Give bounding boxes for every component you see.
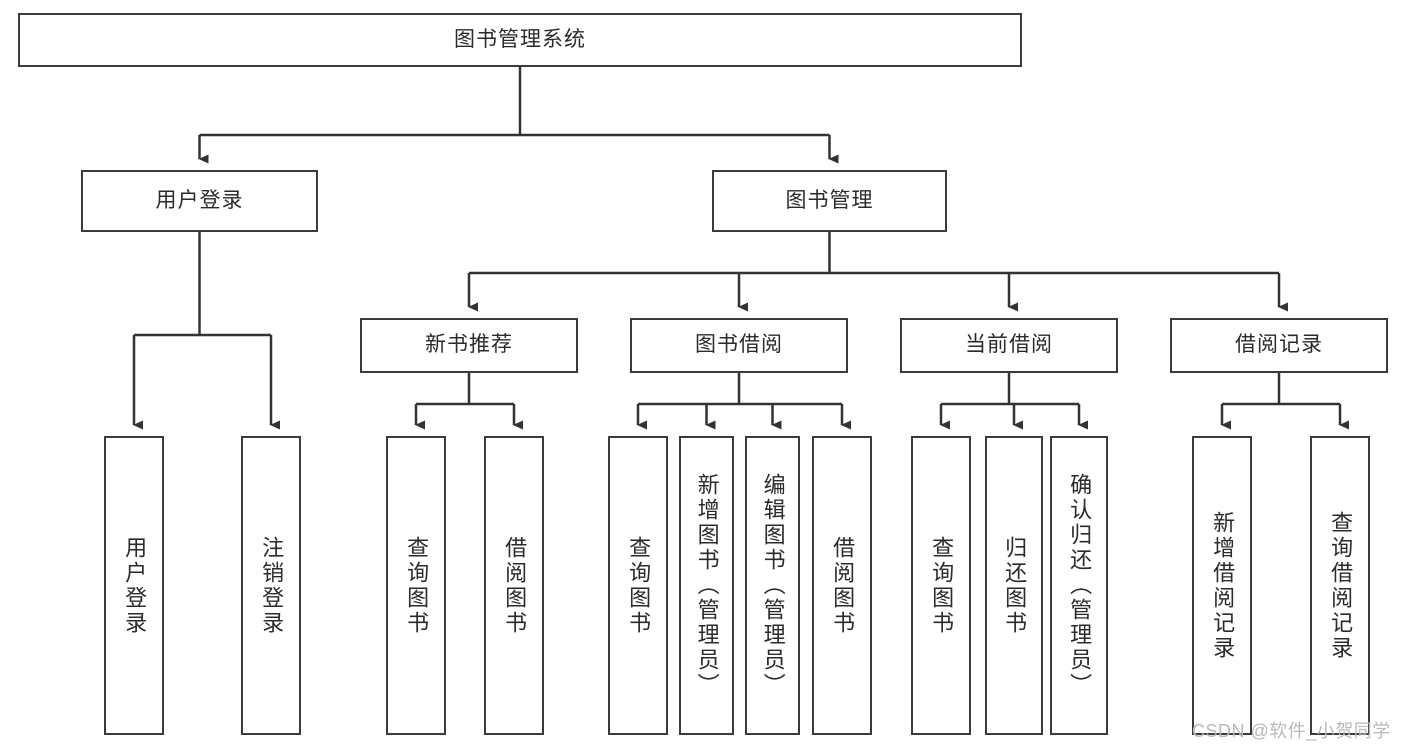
node-leaf-new-1[interactable]: 查询图书 [386,436,446,735]
node-records[interactable]: 借阅记录 [1170,318,1388,373]
csdn-watermark: CSDN @软件_小贺同学 [1192,721,1391,741]
node-label: 注销登录 [259,535,285,636]
node-leaf-bor-4[interactable]: 借阅图书 [812,436,872,735]
node-label: 图书管理系统 [454,27,586,51]
node-newbook[interactable]: 新书推荐 [360,318,578,373]
node-leaf-cur-3[interactable]: 确认归还（管理员） [1050,436,1108,735]
node-leaf-new-2[interactable]: 借阅图书 [484,436,544,735]
node-label: 查询借阅记录 [1328,510,1354,661]
node-label: 查询图书 [626,535,652,636]
node-leaf-bor-2[interactable]: 新增图书（管理员） [679,436,734,735]
node-label: 确认归还（管理员） [1067,473,1093,698]
node-current[interactable]: 当前借阅 [900,318,1118,373]
node-label: 借阅图书 [502,535,528,636]
node-label: 图书借阅 [695,333,783,357]
node-label: 查询图书 [929,535,955,636]
node-label: 借阅记录 [1235,333,1323,357]
node-bookmgmt[interactable]: 图书管理 [712,170,947,232]
node-label: 新增借阅记录 [1210,510,1236,661]
node-label: 查询图书 [404,535,430,636]
node-label: 新增图书（管理员） [694,473,720,698]
node-label: 用户登录 [122,535,148,636]
node-label: 归还图书 [1002,535,1028,636]
node-borrow[interactable]: 图书借阅 [630,318,848,373]
node-leaf-rec-2[interactable]: 查询借阅记录 [1310,436,1370,735]
node-leaf-login-1[interactable]: 用户登录 [104,436,164,735]
node-leaf-cur-1[interactable]: 查询图书 [911,436,971,735]
node-leaf-login-2[interactable]: 注销登录 [241,436,301,735]
node-label: 编辑图书（管理员） [760,473,786,698]
node-login[interactable]: 用户登录 [81,170,318,232]
node-leaf-bor-1[interactable]: 查询图书 [608,436,668,735]
node-leaf-bor-3[interactable]: 编辑图书（管理员） [745,436,800,735]
node-label: 新书推荐 [425,333,513,357]
node-label: 当前借阅 [965,333,1053,357]
node-label: 用户登录 [155,188,244,212]
node-leaf-cur-2[interactable]: 归还图书 [985,436,1043,735]
node-leaf-rec-1[interactable]: 新增借阅记录 [1192,436,1252,735]
node-root[interactable]: 图书管理系统 [18,13,1022,67]
node-label: 图书管理 [785,188,874,212]
node-label: 借阅图书 [830,535,856,636]
